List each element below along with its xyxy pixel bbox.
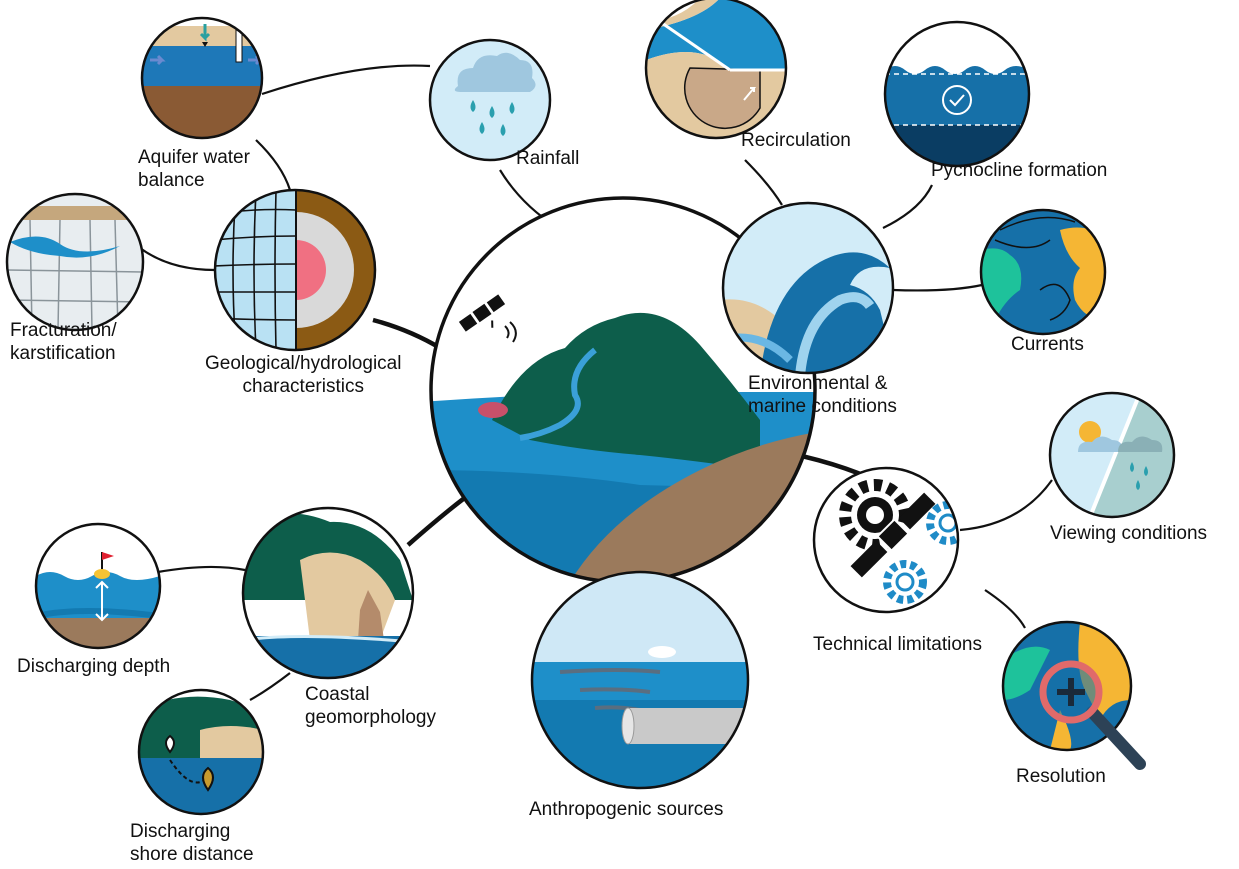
- karst-icon: [5, 192, 145, 332]
- currents-globe-icon: [979, 208, 1107, 336]
- link-recirculation-environmental: [744, 159, 783, 206]
- currents-label: Currents: [1011, 334, 1084, 355]
- coastal-label-line2: geomorphology: [305, 707, 436, 728]
- fracturation-label-line1: Fracturation/: [10, 320, 117, 341]
- link-aquifer-rainfall: [261, 64, 431, 96]
- technical-label: Technical limitations: [813, 634, 982, 655]
- aquifer-label: Aquifer water balance: [138, 146, 250, 192]
- geological-label: Geological/hydrological characteristics: [205, 352, 401, 398]
- rainfall-cloud-icon: [428, 38, 552, 162]
- link-viewing-technical: [959, 479, 1053, 532]
- anthropogenic-pipe-icon: [530, 570, 750, 790]
- anthropogenic-label: Anthropogenic sources: [529, 799, 724, 820]
- viewing-sun-rain-icon: [1048, 391, 1176, 519]
- link-currents-environmental: [892, 283, 983, 292]
- environmental-label: Environmental & marine conditions: [748, 372, 897, 418]
- technical-gears-icon: [812, 466, 960, 614]
- pycnocline-icon: [883, 20, 1031, 168]
- geological-label-line2: characteristics: [242, 376, 364, 397]
- geological-icon: [213, 188, 377, 352]
- link-center-geological: [372, 317, 442, 350]
- discharging-depth-icon: [34, 522, 162, 650]
- rainfall-label: Rainfall: [516, 148, 580, 169]
- resolution-label: Resolution: [1016, 766, 1106, 787]
- fracturation-label-line2: karstification: [10, 343, 116, 364]
- shore-label-line2: shore distance: [130, 844, 254, 865]
- shore-label: Discharging shore distance: [130, 820, 254, 866]
- coastal-cliff-icon: [241, 506, 415, 680]
- aquifer-label-line2: balance: [138, 170, 205, 191]
- link-depth-coastal: [157, 565, 246, 574]
- environmental-label-line1: Environmental &: [748, 373, 888, 394]
- coastal-label-line1: Coastal: [305, 684, 370, 705]
- link-fracturation-geological: [139, 247, 216, 272]
- environmental-label-line2: marine conditions: [748, 396, 897, 417]
- environmental-wave-icon: [721, 201, 895, 375]
- satellite-icon: [458, 294, 506, 332]
- link-aquifer-geological: [255, 139, 292, 191]
- depth-label: Discharging depth: [17, 656, 171, 677]
- geological-label-line1: Geological/hydrological: [205, 353, 402, 374]
- pycnocline-label: Pycnocline formation: [931, 160, 1108, 181]
- resolution-magnifier-icon: [1001, 620, 1146, 770]
- aquifer-label-line1: Aquifer water: [138, 147, 250, 168]
- coastal-label: Coastal geomorphology: [305, 683, 436, 729]
- fracturation-label: Fracturation/ karstification: [10, 319, 117, 365]
- link-shore-coastal: [249, 672, 291, 701]
- shore-label-line1: Discharging: [130, 821, 231, 842]
- aquifer-icon: [140, 16, 264, 140]
- link-pycnocline-environmental: [882, 184, 933, 229]
- recirculation-icon: [644, 0, 788, 140]
- viewing-label: Viewing conditions: [1050, 523, 1208, 544]
- link-resolution-technical: [984, 589, 1026, 629]
- recirculation-label: Recirculation: [741, 130, 851, 151]
- shore-distance-icon: [137, 688, 265, 816]
